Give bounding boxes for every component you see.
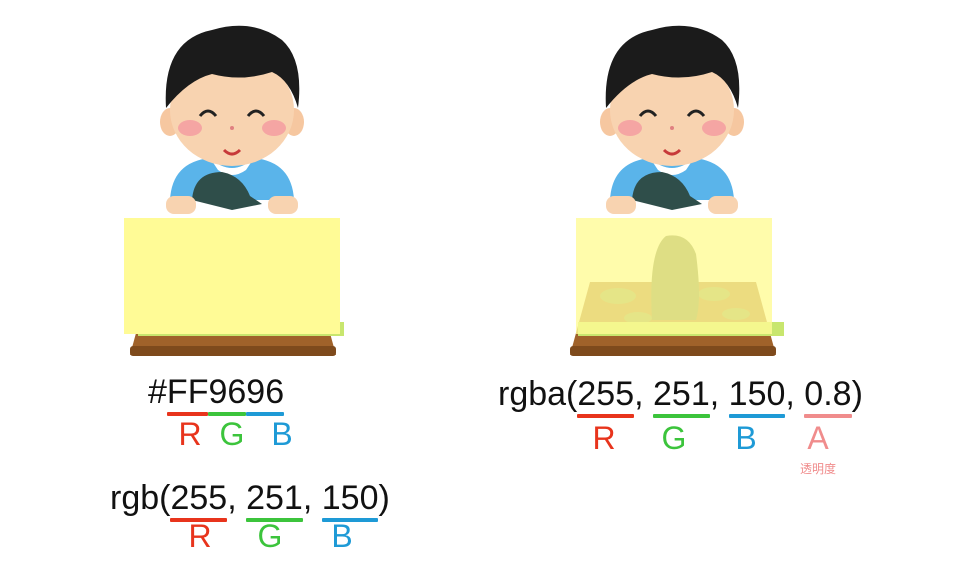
rgba-a: 0.8 [804,375,852,418]
rgba-open: rgba( [498,375,578,413]
rgb-r: 255 [170,479,228,522]
rgb-b: 150 [321,479,379,522]
rgba-sep2: , [709,375,729,413]
hex-label-g: G [219,416,245,452]
rgb-g: 251 [246,479,303,522]
hex-r: FF [166,373,209,416]
rgb-label-r: R [188,518,212,554]
rgb-label-b: B [331,518,353,554]
rgba-label-a: A [807,420,829,456]
rgba-sep3: , [785,375,805,413]
translucent-yellow-sheet [576,218,772,334]
rgb-code: rgb(255, 251, 150) [110,478,390,522]
rgba-code: rgba(255, 251, 150, 0.8) [498,374,863,418]
rgba-label-b: B [735,420,757,456]
opaque-yellow-sheet [124,218,340,334]
rgb-sep2: , [302,479,322,517]
hex-b: 96 [246,373,285,416]
left-illustration [124,24,344,358]
rgb-label-g: G [257,518,283,554]
hex-label-r: R [178,416,202,452]
alpha-note: 透明度 [799,462,836,476]
hex-g: 96 [208,373,247,416]
rgba-b: 150 [728,375,786,418]
hex-prefix: # [148,373,167,411]
rgba-r: 255 [577,375,635,418]
hex-code: #FF9696 [148,372,285,416]
right-illustration [568,24,784,358]
rgba-label-g: G [661,420,687,456]
hex-label-b: B [271,416,293,452]
rgb-close: ) [378,479,390,517]
rgba-sep1: , [634,375,654,413]
rgba-label-r: R [592,420,616,456]
rgba-close: ) [851,375,863,413]
rgb-open: rgb( [110,479,171,517]
rgb-sep1: , [227,479,247,517]
rgba-g: 251 [653,375,710,418]
